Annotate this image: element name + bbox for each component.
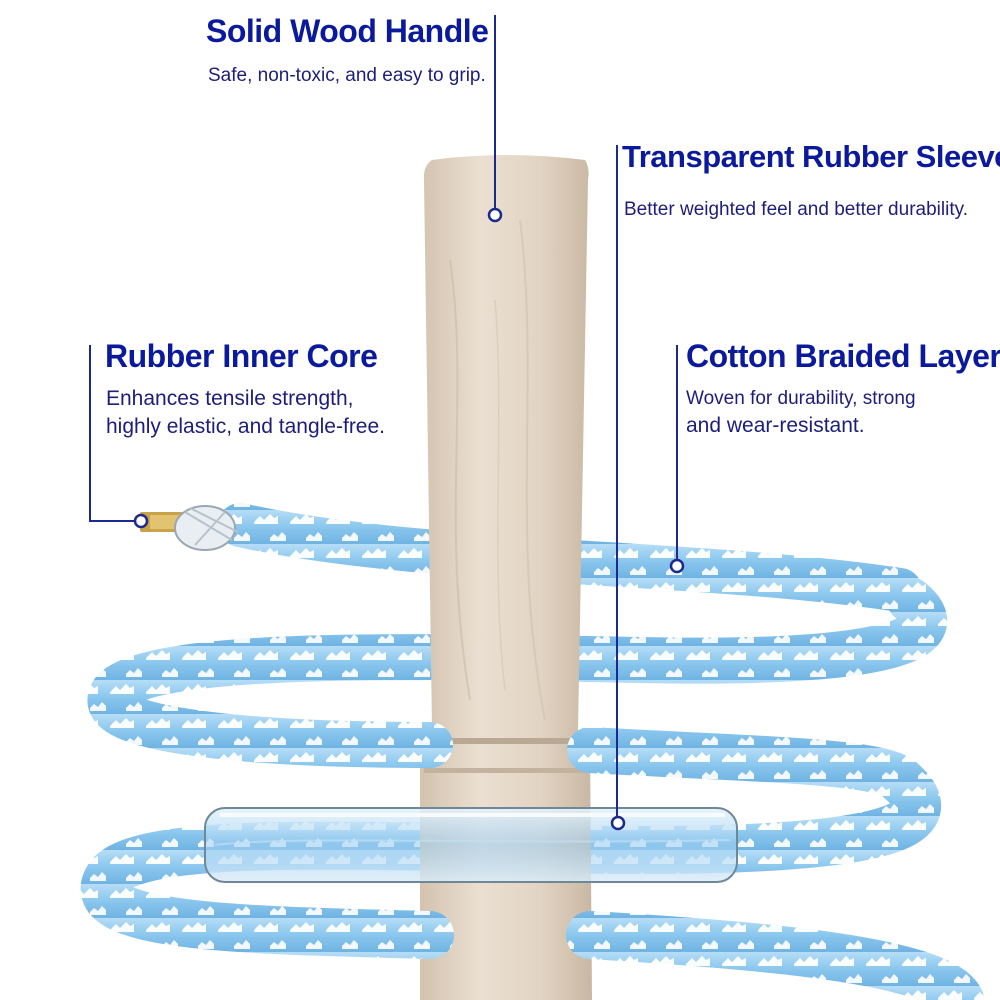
wood-handle-description: Safe, non-toxic, and easy to grip. [208,62,486,89]
wood-handle [420,155,592,1000]
wood-handle-title: Solid Wood Handle [206,13,489,49]
rubber-inner-core [140,505,239,551]
inner-core-title: Rubber Inner Core [105,338,378,374]
inner-core-line-1: Enhances tensile strength, [106,387,354,410]
rubber-sleeve-description: Better weighted feel and better durabili… [624,196,968,223]
braided-layer-line-2: and wear-resistant. [686,414,865,437]
braided-layer-marker [669,558,685,574]
wood-handle-marker [487,207,503,223]
leader-markers [133,207,685,831]
rubber-sleeve-line-1: Better weighted feel and better durabili… [624,199,968,220]
leader-lines [89,15,678,818]
braided-layer-description: Woven for durability, strong and wear-re… [686,385,916,439]
sleeve-marker [610,815,626,831]
inner-core-line-2: highly elastic, and tangle-free. [106,415,385,438]
rubber-sleeve [204,807,738,883]
rubber-sleeve-title: Transparent Rubber Sleeve [622,139,1000,174]
braided-layer-title: Cotton Braided Layer [686,338,1000,374]
braided-layer-line-1: Woven for durability, strong [686,388,916,409]
wood-handle-line-1: Safe, non-toxic, and easy to grip. [208,65,486,86]
rope-front-coils [80,667,984,1000]
inner-core-description: Enhances tensile strength, highly elasti… [106,385,385,441]
inner-core-marker [133,513,149,529]
